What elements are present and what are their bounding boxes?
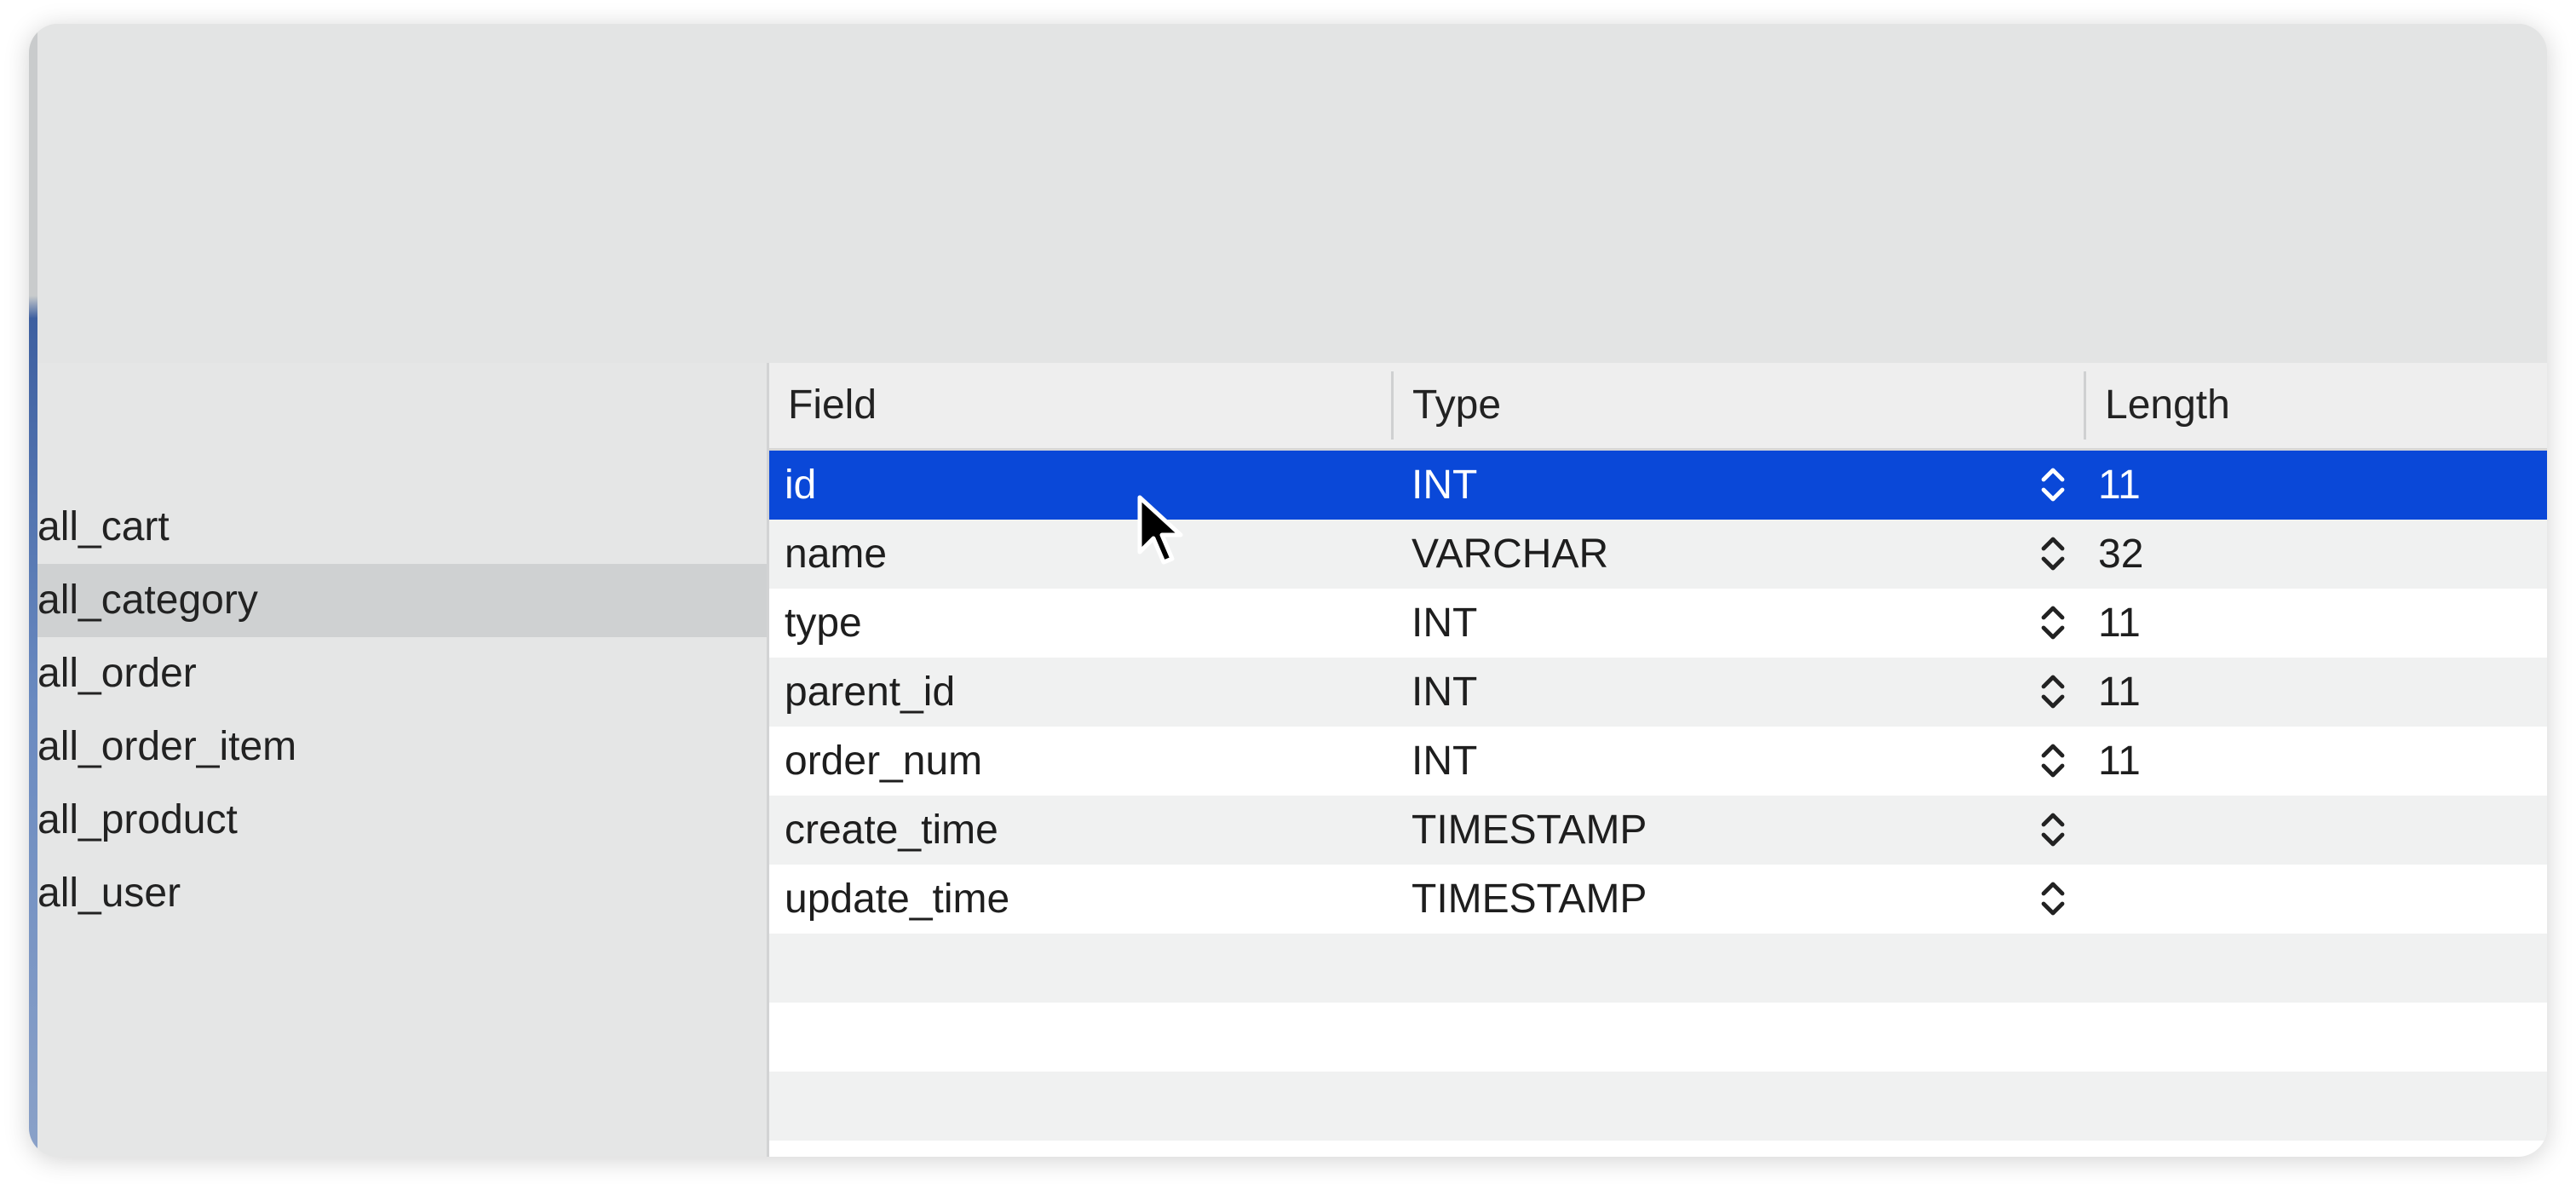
table-row[interactable]: update_time TIMESTAMP: [769, 865, 2547, 934]
type-cell[interactable]: INT: [1412, 739, 1478, 784]
empty-row: [769, 1072, 2547, 1141]
table-row[interactable]: id INT 11: [769, 451, 2547, 520]
table-name: all_user: [37, 871, 181, 916]
type-popup-chevron-icon[interactable]: [2038, 464, 2067, 505]
empty-row: [769, 1003, 2547, 1072]
table-row[interactable]: create_time TIMESTAMP: [769, 796, 2547, 865]
column-divider[interactable]: [1391, 371, 1394, 440]
grid-header: Field Type Length: [769, 363, 2547, 451]
field-name-cell[interactable]: create_time: [785, 808, 998, 853]
table-name: all_order_item: [37, 724, 297, 769]
type-cell[interactable]: VARCHAR: [1412, 532, 1609, 577]
empty-row: [769, 934, 2547, 1003]
table-row[interactable]: name VARCHAR 32: [769, 520, 2547, 589]
table-name: all_product: [37, 797, 238, 842]
sidebar-item-all-category[interactable]: all_category: [37, 564, 767, 637]
type-popup-chevron-icon[interactable]: [2038, 878, 2067, 919]
sidebar-item-all-order-item[interactable]: all_order_item: [37, 710, 767, 784]
window-edge: [29, 24, 37, 1157]
field-name-cell[interactable]: name: [785, 532, 888, 577]
table-row[interactable]: type INT 11: [769, 589, 2547, 658]
field-name-cell[interactable]: type: [785, 601, 862, 646]
field-name-cell[interactable]: parent_id: [785, 670, 956, 715]
type-popup-chevron-icon[interactable]: [2038, 533, 2067, 574]
table-name: all_category: [37, 578, 258, 623]
sidebar-item-all-product[interactable]: all_product: [37, 784, 767, 857]
length-cell[interactable]: 11: [2098, 463, 2141, 508]
type-cell[interactable]: INT: [1412, 601, 1478, 646]
column-divider[interactable]: [2084, 371, 2086, 440]
type-popup-chevron-icon[interactable]: [2038, 740, 2067, 781]
length-cell[interactable]: 11: [2098, 739, 2141, 784]
type-cell[interactable]: INT: [1412, 463, 1478, 508]
type-cell[interactable]: TIMESTAMP: [1412, 808, 1647, 853]
table-name: all_order: [37, 651, 197, 696]
length-cell[interactable]: 11: [2098, 601, 2141, 646]
length-cell[interactable]: 11: [2098, 670, 2141, 715]
sidebar-item-all-order[interactable]: all_order: [37, 637, 767, 710]
table-list-sidebar: all_cart all_category all_order all_orde…: [37, 363, 767, 1157]
type-popup-chevron-icon[interactable]: [2038, 809, 2067, 850]
table-name: all_cart: [37, 504, 170, 549]
type-popup-chevron-icon[interactable]: [2038, 671, 2067, 712]
table-row[interactable]: order_num INT 11: [769, 727, 2547, 796]
length-cell[interactable]: 32: [2098, 532, 2144, 577]
app-window: all_cart all_category all_order all_orde…: [29, 24, 2547, 1157]
field-name-cell[interactable]: order_num: [785, 739, 983, 784]
type-cell[interactable]: TIMESTAMP: [1412, 877, 1647, 922]
type-popup-chevron-icon[interactable]: [2038, 602, 2067, 643]
sidebar-item-all-cart[interactable]: all_cart: [37, 491, 767, 564]
toolbar-area: [37, 24, 2547, 363]
field-name-cell[interactable]: update_time: [785, 877, 1010, 922]
type-cell[interactable]: INT: [1412, 670, 1478, 715]
column-header-field[interactable]: Field: [788, 382, 877, 428]
field-name-cell[interactable]: id: [785, 463, 817, 508]
sidebar-item-all-user[interactable]: all_user: [37, 857, 767, 930]
table-row[interactable]: parent_id INT 11: [769, 658, 2547, 727]
column-header-type[interactable]: Type: [1412, 382, 1502, 428]
column-header-length[interactable]: Length: [2105, 382, 2230, 428]
